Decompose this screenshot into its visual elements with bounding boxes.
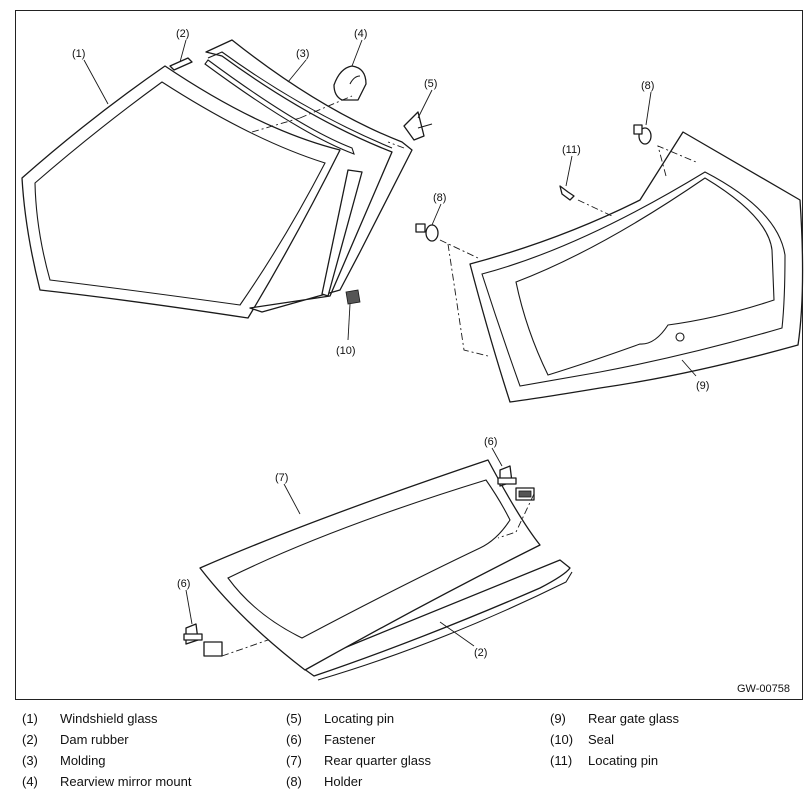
legend-item: (1)Windshield glass	[22, 711, 158, 726]
callout-10: (10)	[336, 345, 356, 357]
alignment-lines	[221, 95, 697, 657]
callout-7: (7)	[275, 472, 288, 484]
callout-5: (5)	[424, 78, 437, 90]
callout-8-right: (8)	[641, 80, 654, 92]
molding	[204, 39, 413, 313]
seal-quarter-lower	[203, 641, 223, 657]
legend-item: (6)Fastener	[286, 732, 376, 747]
diagram-frame: GW-00758	[15, 10, 803, 700]
fastener-upper	[497, 465, 517, 487]
windshield-glass	[21, 65, 341, 319]
parts-legend: (1)Windshield glass (2)Dam rubber (3)Mol…	[22, 709, 802, 794]
fastener-lower	[183, 623, 203, 645]
holder-right	[633, 124, 652, 145]
leader-lines	[83, 39, 697, 647]
legend-item: (2)Dam rubber	[22, 732, 129, 747]
rear-quarter-glass	[199, 459, 573, 681]
legend-item: (4)Rearview mirror mount	[22, 774, 192, 789]
callout-1: (1)	[72, 48, 85, 60]
callout-8-left: (8)	[433, 192, 446, 204]
seal-quarter-upper	[515, 487, 535, 501]
legend-item: (9)Rear gate glass	[550, 711, 680, 726]
legend-item: (5)Locating pin	[286, 711, 395, 726]
legend-item: (8)Holder	[286, 774, 363, 789]
locating-pin-gate	[559, 185, 575, 201]
dam-rubber-strip	[169, 57, 193, 71]
figure-code: GW-00758	[737, 683, 790, 695]
callout-9: (9)	[696, 380, 709, 392]
legend-item: (7)Rear quarter glass	[286, 753, 431, 768]
locating-pin-upper	[403, 111, 433, 141]
seal-upper	[345, 289, 361, 305]
rear-gate-glass	[469, 131, 804, 403]
rearview-mirror-mount	[333, 65, 367, 101]
callout-2-bottom: (2)	[474, 647, 487, 659]
callout-6-upper: (6)	[484, 436, 497, 448]
callout-11: (11)	[562, 144, 581, 156]
holder-left	[415, 223, 439, 242]
callout-labels: (1) (2) (3) (4) (5) (8) (11) (8) (9) (10…	[72, 28, 709, 659]
callout-4: (4)	[354, 28, 367, 40]
callout-6-lower: (6)	[177, 578, 190, 590]
legend-item: (10)Seal	[550, 732, 615, 747]
callout-2-top: (2)	[176, 28, 189, 40]
legend-item: (3)Molding	[22, 753, 106, 768]
callout-3: (3)	[296, 48, 309, 60]
legend-item: (11)Locating pin	[550, 753, 659, 768]
